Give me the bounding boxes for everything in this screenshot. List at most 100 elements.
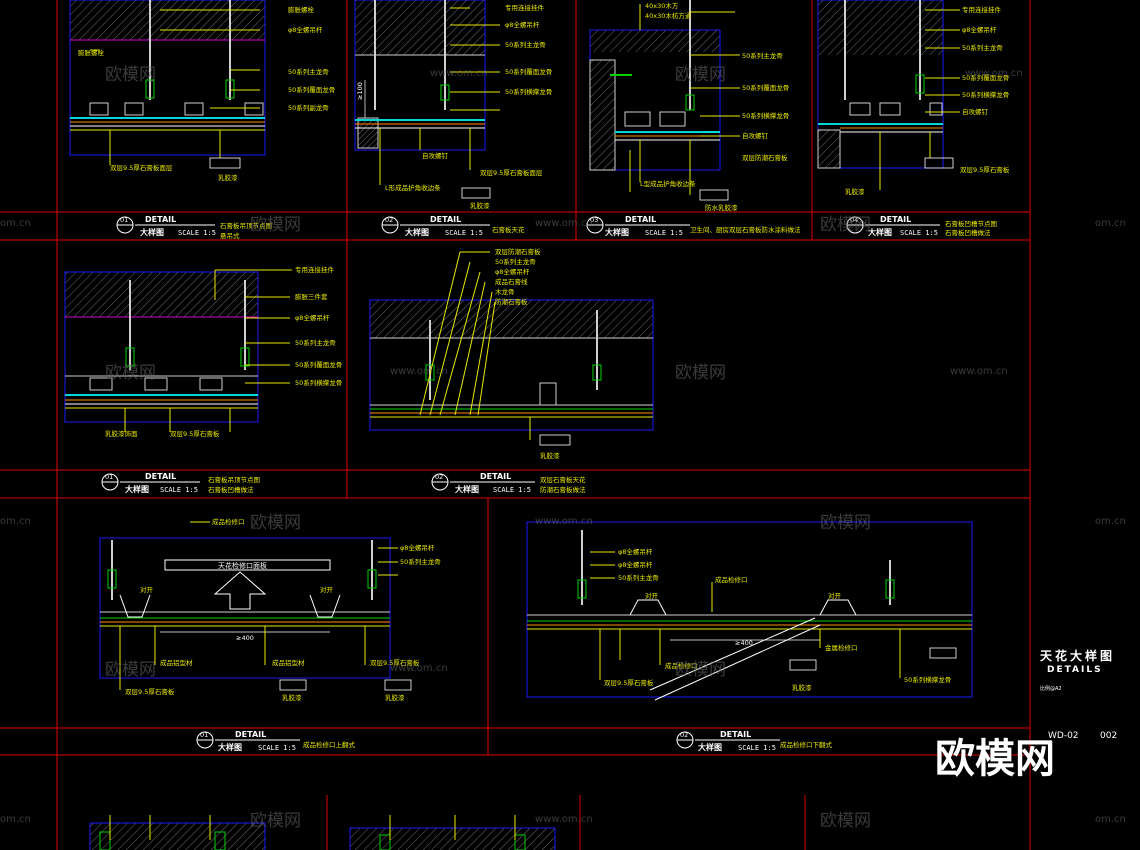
detail-04-top: 专用连接挂件 φ8全螺吊杆 50系列主龙骨 50系列覆面龙骨 50系列横撑龙骨 … bbox=[817, 0, 1010, 196]
label: 双层9.5厚石膏板面层 bbox=[480, 168, 543, 177]
detail-num: 03 bbox=[590, 216, 598, 224]
scale-note: 比例@A2 bbox=[1040, 685, 1062, 692]
detail-label: DETAIL bbox=[720, 730, 751, 739]
detail-title-d3: 03 DETAIL 大样图 SCALE 1:5 卫生间、厨房双层石膏板防水涂料做… bbox=[586, 215, 801, 237]
label: φ8全螺吊杆 bbox=[618, 547, 653, 556]
label: 专用连接挂件 bbox=[295, 265, 335, 274]
dimension: 对开 bbox=[320, 585, 334, 594]
detail-07-lower: ≥400 对开 对开 天花检修口面板 成品检修口 φ8全螺吊杆 50系列主龙骨 … bbox=[99, 517, 441, 702]
dimension: ≥400 bbox=[735, 639, 753, 647]
watermark-text: 欧模网 bbox=[105, 363, 156, 383]
detail-note: 成品检修口下翻式 bbox=[780, 740, 833, 749]
label: 50系列主龙骨 bbox=[295, 338, 336, 347]
detail-num: 04 bbox=[850, 216, 858, 224]
label: 成品铝型材 bbox=[272, 658, 305, 667]
detail-note: 悬吊式 bbox=[220, 231, 240, 240]
detail-num: 01 bbox=[105, 473, 113, 481]
label: 双层9.5厚石膏板 bbox=[960, 165, 1010, 174]
label: 50系列横撑龙骨 bbox=[505, 87, 552, 96]
label: φ8全螺吊杆 bbox=[295, 313, 330, 322]
label: φ8全螺吊杆 bbox=[288, 25, 323, 34]
detail-note: 双层石膏板天花 bbox=[540, 475, 586, 484]
title-row-2: 01 DETAIL 大样图 SCALE 1:5 石膏板吊顶节点图 石膏板凹槽做法… bbox=[101, 472, 586, 494]
watermark-text: 欧模网 bbox=[105, 660, 156, 680]
detail-title-d1: 01 DETAIL 大样图 SCALE 1:5 石膏板吊顶节点图 悬吊式 bbox=[116, 215, 272, 240]
label: 双层9.5厚石膏板 bbox=[370, 658, 420, 667]
label: 天花检修口面板 bbox=[218, 561, 267, 570]
watermark-text: 欧模网 bbox=[820, 215, 871, 235]
label: 50系列覆面龙骨 bbox=[962, 73, 1009, 82]
detail-scale: SCALE 1:5 bbox=[160, 486, 198, 494]
detail-num: 01 bbox=[200, 731, 208, 739]
detail-02-top: ≥100 专用连接挂件 φ8全螺吊杆 50系列主龙骨 50系列覆面龙骨 50系列… bbox=[354, 0, 552, 210]
label: 50系列主龙骨 bbox=[618, 573, 659, 582]
label: 膨胀螺栓 bbox=[288, 5, 315, 14]
label: 双层9.5厚石膏板 bbox=[604, 678, 654, 687]
watermark-text: 欧模网 bbox=[820, 811, 871, 831]
dimension: ≥100 bbox=[356, 82, 364, 100]
label: φ8全螺吊杆 bbox=[962, 25, 997, 34]
detail-03-top: 40x30木方 40x30木枋方通 50系列主龙骨 50系列覆面龙骨 50系列横… bbox=[589, 0, 789, 212]
detail-label: DETAIL bbox=[235, 730, 266, 739]
dimension: 对开 bbox=[140, 585, 154, 594]
detail-05-middle: 专用连接挂件 膨胀三件套 φ8全螺吊杆 50系列主龙骨 50系列覆面龙骨 50系… bbox=[64, 265, 342, 438]
label: 双层防潮石膏板 bbox=[742, 153, 788, 162]
detail-note: 石膏板吊顶节点图 bbox=[220, 221, 272, 230]
label: 金属检修口 bbox=[825, 643, 858, 652]
detail-label: DETAIL bbox=[625, 215, 656, 224]
detail-num: 01 bbox=[120, 216, 128, 224]
watermark-url: www.om.cn bbox=[535, 814, 593, 825]
watermark-text: 欧模网 bbox=[820, 513, 871, 533]
watermark-url: www.om.cn bbox=[390, 663, 448, 674]
label: 成品石膏线 bbox=[495, 277, 528, 286]
label: 50系列副龙骨 bbox=[288, 103, 329, 112]
detail-num: 02 bbox=[385, 216, 393, 224]
detail-scale: SCALE 1:5 bbox=[493, 486, 531, 494]
detail-cn: 大样图 bbox=[605, 227, 629, 237]
detail-label: DETAIL bbox=[880, 215, 911, 224]
label: 木龙骨 bbox=[495, 287, 515, 296]
label: 成品检修口 bbox=[212, 517, 245, 526]
sheet-title-block: 天花大样图 DETAILS 比例@A2 WD-02 002 bbox=[1040, 648, 1117, 741]
label: 50系列覆面龙骨 bbox=[742, 83, 789, 92]
detail-num: 02 bbox=[680, 731, 688, 739]
label: 专用连接挂件 bbox=[505, 3, 545, 12]
watermark-url: www.om.cn bbox=[965, 68, 1023, 79]
watermark-url: om.cn bbox=[1095, 218, 1126, 229]
detail-label: DETAIL bbox=[145, 472, 176, 481]
label: φ8全螺吊杆 bbox=[400, 543, 435, 552]
title-row-3: 01 DETAIL 大样图 SCALE 1:5 成品检修口上翻式 02 DETA… bbox=[196, 730, 833, 752]
label: L形成品护角收边条 bbox=[385, 183, 441, 192]
label: 50系列主龙骨 bbox=[400, 557, 441, 566]
label: 成品检修口 bbox=[665, 661, 698, 670]
detail-cn: 大样图 bbox=[455, 484, 479, 494]
label: 自攻螺钉 bbox=[962, 107, 989, 116]
sheet-title-en: DETAILS bbox=[1047, 665, 1103, 675]
detail-note: 卫生间、厨房双层石膏板防水涂料做法 bbox=[690, 225, 801, 234]
detail-scale: SCALE 1:5 bbox=[178, 229, 216, 237]
label: φ8全螺吊杆 bbox=[505, 20, 540, 29]
detail-title-d4: 04 DETAIL 大样图 SCALE 1:5 石膏板凹槽节点图 石膏板凹槽做法 bbox=[846, 215, 997, 237]
label: 双层防潮石膏板 bbox=[495, 247, 541, 256]
detail-label: DETAIL bbox=[145, 215, 176, 224]
detail-label: DETAIL bbox=[480, 472, 511, 481]
label: 40x30木枋方通 bbox=[645, 11, 692, 20]
detail-cn: 大样图 bbox=[125, 484, 149, 494]
watermark-url: om.cn bbox=[0, 218, 31, 229]
sheet-seq: 002 bbox=[1100, 731, 1117, 741]
label: 50系列横撑龙骨 bbox=[962, 90, 1009, 99]
label: 双层9.5厚石膏板 bbox=[125, 687, 175, 696]
detail-num: 02 bbox=[435, 473, 443, 481]
detail-scale: SCALE 1:5 bbox=[258, 744, 296, 752]
label: φ8全螺吊杆 bbox=[495, 267, 530, 276]
detail-label: DETAIL bbox=[430, 215, 461, 224]
label: 50系列横撑龙骨 bbox=[295, 378, 342, 387]
dimension: ≥400 bbox=[236, 634, 254, 642]
watermark-text: 欧模网 bbox=[675, 65, 726, 85]
label: 50系列主龙骨 bbox=[962, 43, 1003, 52]
watermark-url: www.om.cn bbox=[390, 366, 448, 377]
detail-cn: 大样图 bbox=[868, 227, 892, 237]
detail-scale: SCALE 1:5 bbox=[738, 744, 776, 752]
detail-06-middle: 双层防潮石膏板 50系列主龙骨 φ8全螺吊杆 成品石膏线 木龙骨 防潮石膏板 乳… bbox=[369, 247, 654, 460]
